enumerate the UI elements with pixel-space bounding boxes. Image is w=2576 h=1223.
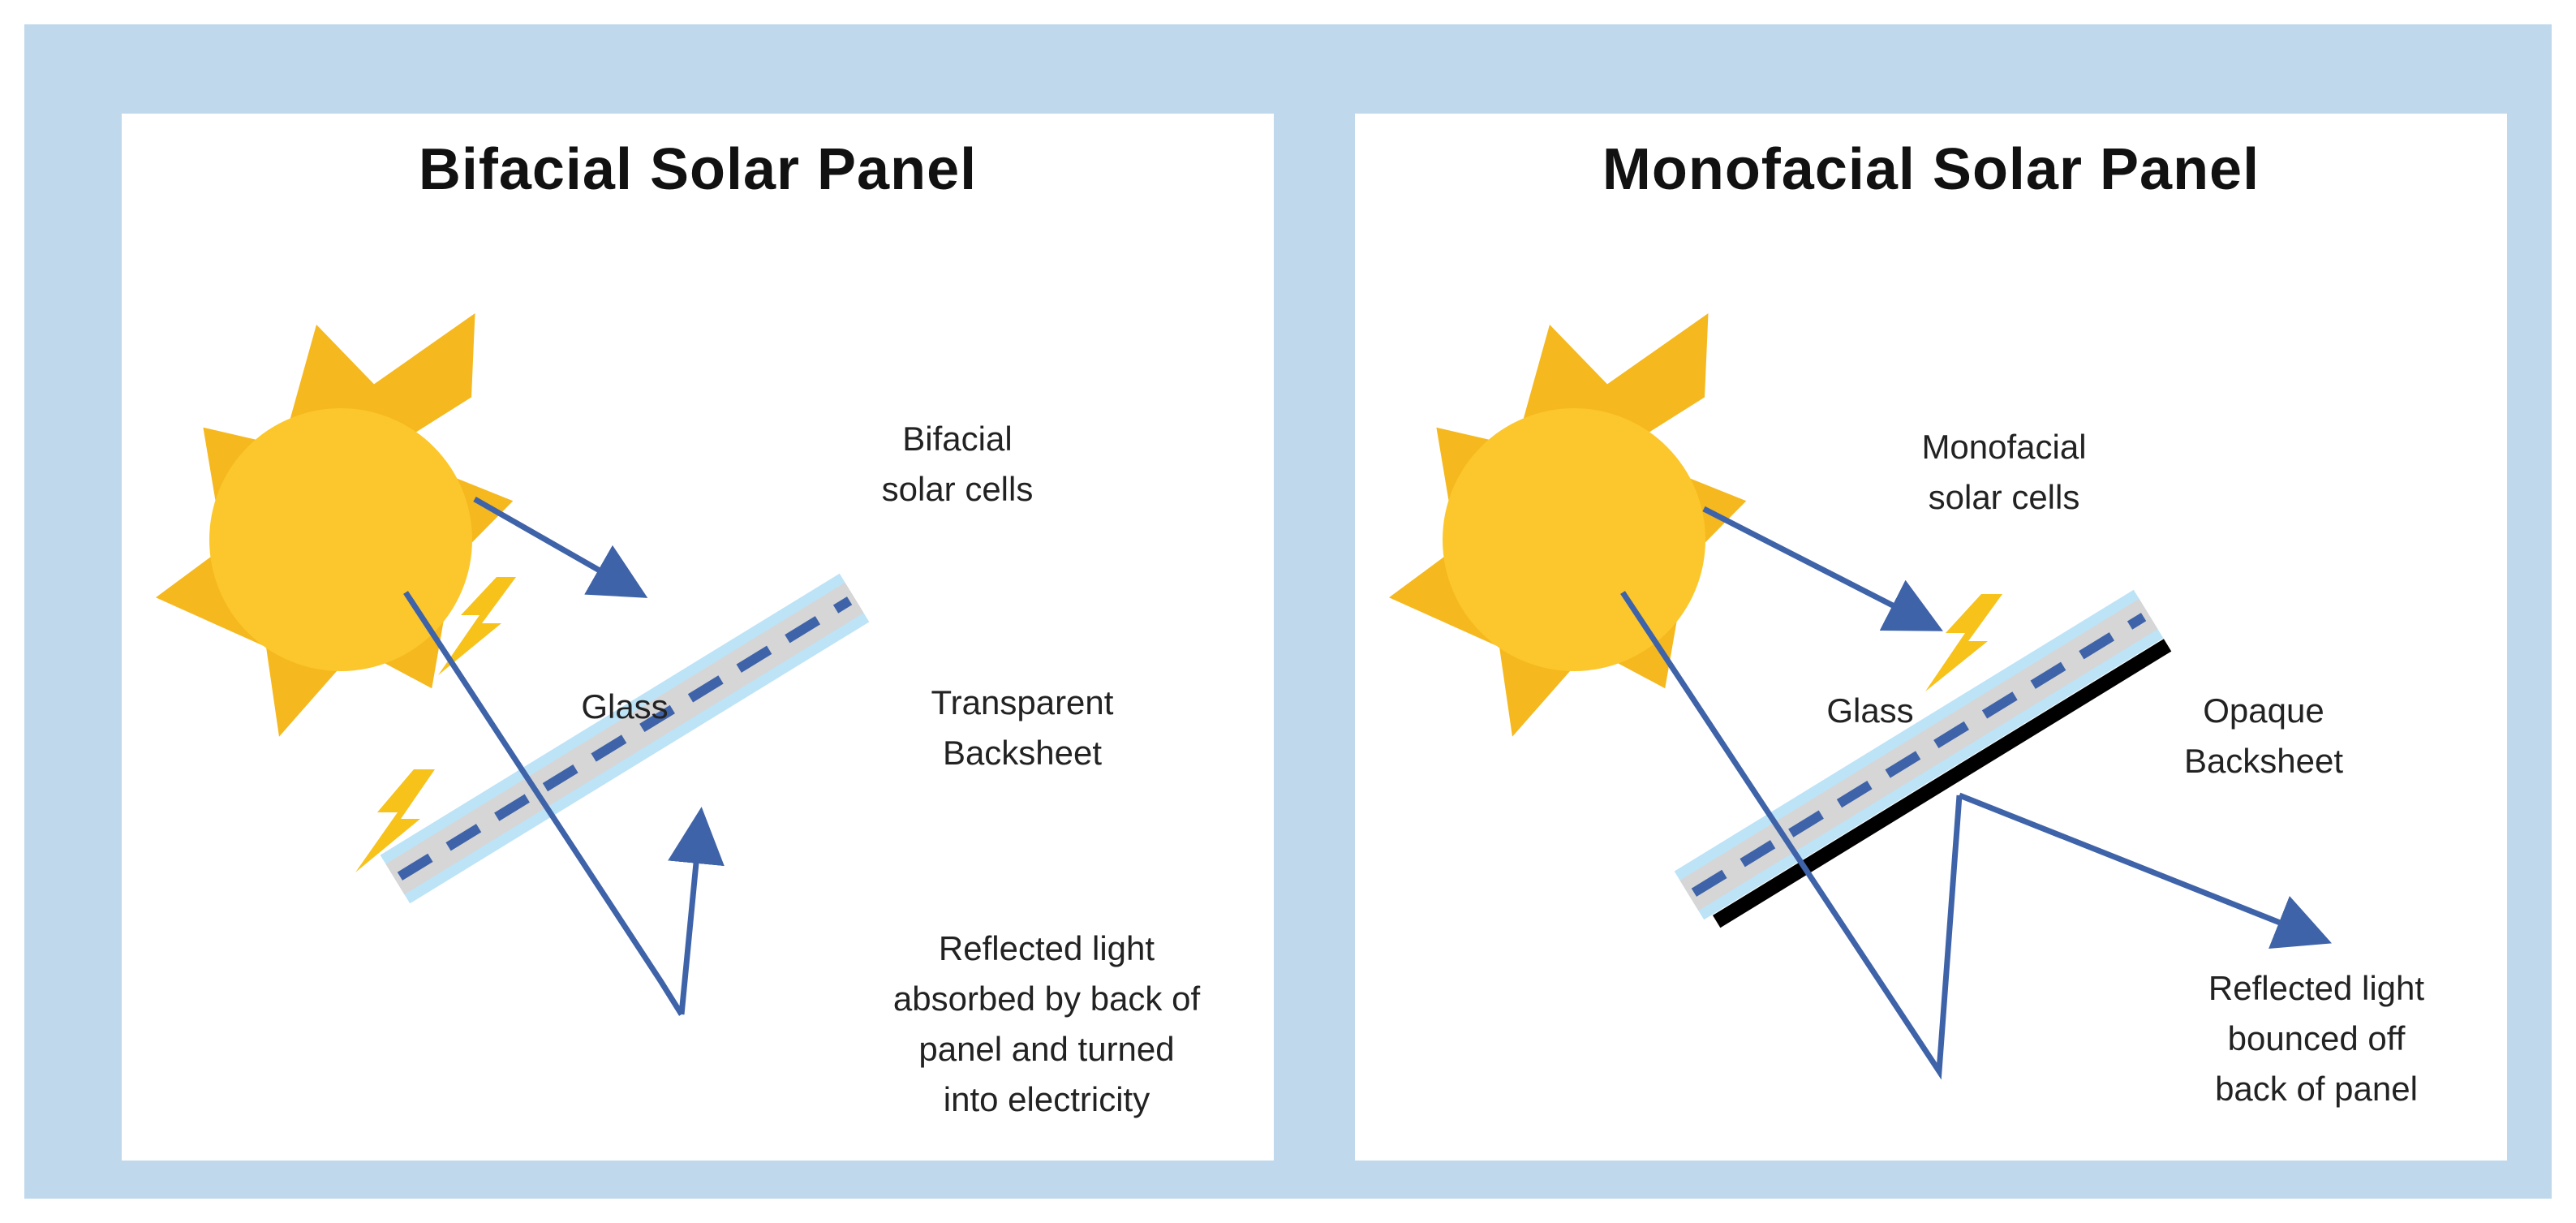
lightning-bolt-icon — [355, 769, 435, 872]
monofacial-panel-card: Monofacial Solar Panel Monofacial solar … — [1355, 114, 2507, 1161]
opaque-backsheet-bar — [1712, 639, 2172, 928]
monofacial-cells-label: Monofacial solar cells — [1921, 428, 2087, 516]
bifacial-cells-label: Bifacial solar cells — [881, 420, 1034, 508]
diagram-frame: Bifacial Solar Panel Bifacial solar cell… — [24, 24, 2552, 1199]
lightning-bolt-icon — [438, 577, 516, 675]
lightning-bolt-icon — [1925, 594, 2002, 691]
bifacial-panel-card: Bifacial Solar Panel Bifacial solar cell… — [122, 114, 1274, 1161]
incident-light-arrow — [473, 496, 648, 598]
transparent-backsheet-label: Transparent Backsheet — [931, 683, 1114, 772]
bifacial-panel-icon — [380, 573, 870, 904]
glass-label: Glass — [1826, 691, 1914, 730]
reflected-light-arrow — [668, 807, 725, 1015]
monofacial-panel-icon — [1674, 589, 2172, 928]
reflected-light-arrow — [1958, 792, 2333, 950]
monofacial-illustration — [1389, 313, 2333, 1080]
incident-light-arrow — [1702, 506, 1943, 631]
bifacial-title: Bifacial Solar Panel — [418, 137, 978, 202]
sun-icon — [156, 313, 514, 737]
ground-ray-line — [403, 591, 684, 1016]
ground-ray-line — [1620, 591, 1963, 1080]
glass-label: Glass — [581, 687, 669, 726]
opaque-backsheet-label: Opaque Backsheet — [2183, 691, 2344, 780]
monofacial-title: Monofacial Solar Panel — [1602, 137, 2260, 202]
reflection-description-label: Reflected light bounced off back of pane… — [2208, 969, 2425, 1108]
reflection-description-label: Reflected light absorbed by back of pane… — [892, 929, 1201, 1118]
sun-icon — [1389, 313, 1747, 737]
bifacial-illustration — [156, 313, 870, 1016]
